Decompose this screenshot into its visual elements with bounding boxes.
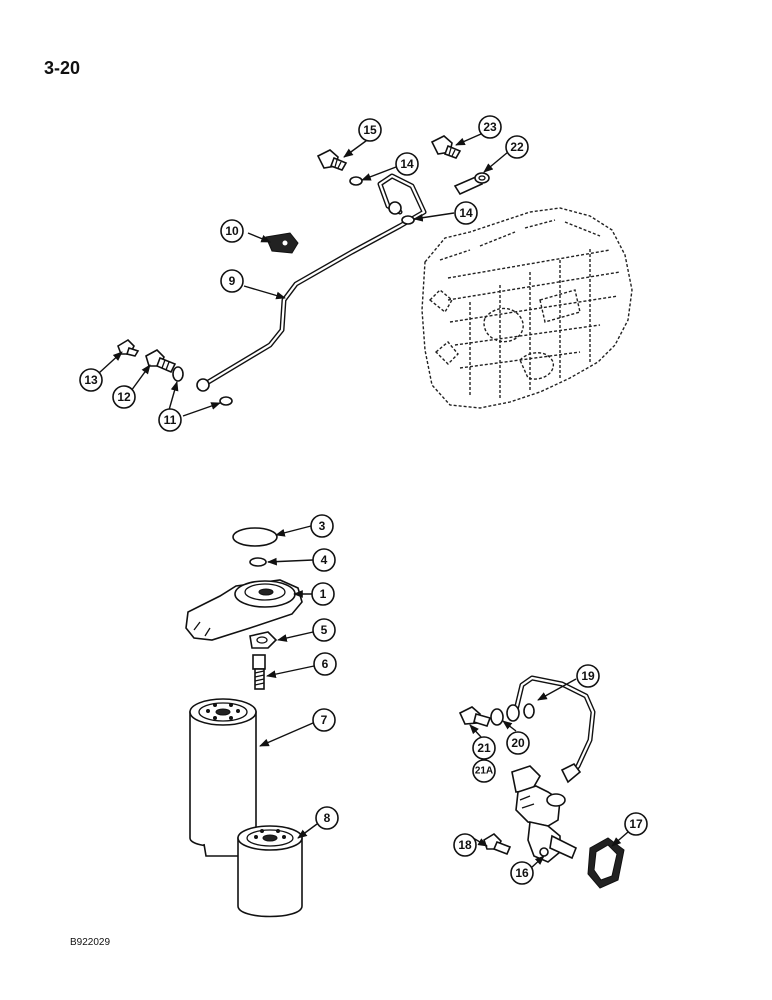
svg-text:10: 10: [225, 224, 239, 238]
callout-16: 16: [510, 861, 534, 885]
svg-text:22: 22: [510, 140, 524, 154]
callout-19: 19: [576, 664, 600, 688]
callout-22: 22: [505, 135, 529, 159]
callout-7: 7: [312, 708, 336, 732]
page-number: 3-20: [44, 58, 81, 78]
fitting-6: [252, 654, 266, 690]
callout-5: 5: [312, 618, 336, 642]
washer-20a: [490, 708, 504, 726]
callout-18: 18: [453, 833, 477, 857]
gasket-17: [587, 837, 625, 889]
bolt-15: [316, 149, 348, 171]
filter-7: [189, 698, 257, 857]
o-ring-3: [232, 527, 278, 547]
washer-14a: [349, 176, 363, 186]
callout-8: 8: [315, 806, 339, 830]
callout-21a: 21A: [472, 759, 496, 783]
fuel-line-19: [513, 675, 596, 784]
leader-lines: [98, 133, 629, 869]
svg-text:1: 1: [320, 587, 327, 601]
callout-11: 11: [158, 408, 182, 432]
callout-3: 3: [310, 514, 334, 538]
callout-10: 10: [220, 219, 244, 243]
bolt-21: [458, 706, 492, 727]
clamp: [265, 232, 299, 254]
washer-20c: [523, 703, 535, 719]
callout-17: 17: [624, 812, 648, 836]
svg-text:3: 3: [319, 519, 326, 533]
bolt-23: [430, 135, 462, 159]
lift-pump-16: [511, 765, 578, 863]
callout-4: 4: [312, 548, 336, 572]
washer-14b: [401, 215, 415, 225]
svg-text:6: 6: [322, 657, 329, 671]
callout-21: 21: [472, 736, 496, 760]
callout-15: 15: [358, 118, 382, 142]
svg-text:7: 7: [321, 713, 328, 727]
clamp-hole: [282, 240, 288, 246]
svg-text:11: 11: [164, 413, 177, 427]
svg-text:14: 14: [400, 157, 414, 171]
svg-text:20: 20: [511, 736, 525, 750]
banjo-fitting-22: [453, 172, 490, 196]
bolt-18: [483, 832, 512, 856]
callout-1: 1: [311, 582, 335, 606]
callout-14-lower: 14: [454, 201, 478, 225]
svg-text:4: 4: [321, 553, 328, 567]
svg-text:12: 12: [117, 390, 131, 404]
callout-12: 12: [112, 385, 136, 409]
callout-6: 6: [313, 652, 337, 676]
svg-text:14: 14: [459, 206, 473, 220]
nut-5: [249, 631, 278, 649]
washer-11b: [219, 396, 233, 406]
washer-20b: [506, 704, 520, 722]
svg-text:5: 5: [321, 623, 328, 637]
figure-code: B922029: [70, 937, 111, 948]
svg-text:15: 15: [363, 123, 377, 137]
svg-text:16: 16: [515, 866, 529, 880]
callout-20: 20: [506, 731, 530, 755]
svg-text:9: 9: [229, 274, 236, 288]
svg-text:8: 8: [324, 811, 331, 825]
fuel-pipe: [196, 173, 427, 392]
callout-9: 9: [220, 269, 244, 293]
washer-11a: [172, 366, 184, 382]
svg-text:23: 23: [483, 120, 497, 134]
callout-14-upper: 14: [395, 152, 419, 176]
svg-text:18: 18: [458, 838, 472, 852]
svg-text:19: 19: [581, 669, 595, 683]
engine-outline: [421, 207, 633, 409]
filter-8: [237, 825, 303, 918]
svg-text:21: 21: [477, 741, 491, 755]
svg-text:13: 13: [84, 373, 98, 387]
svg-text:21A: 21A: [475, 766, 493, 777]
callout-23: 23: [478, 115, 502, 139]
bolt-12: [145, 349, 177, 374]
filter-head-1: [185, 579, 303, 641]
o-ring-4: [249, 557, 267, 567]
svg-text:17: 17: [629, 817, 643, 831]
callout-13: 13: [79, 368, 103, 392]
